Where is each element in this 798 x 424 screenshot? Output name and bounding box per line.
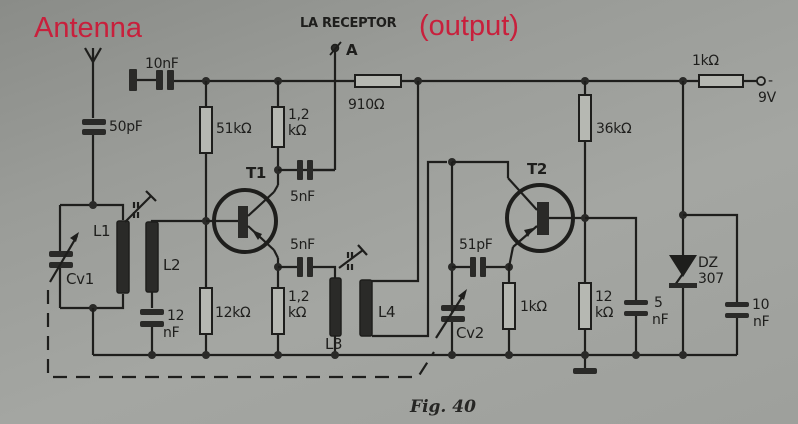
resistor-910 [354, 74, 402, 88]
capacitor-51pf [452, 257, 513, 277]
label-5nf-emitter: 5nF [290, 237, 315, 253]
label-cv1: Cv1 [66, 270, 94, 288]
transistor-t2 [505, 177, 585, 268]
label-10nf: 10nF [145, 56, 179, 72]
label-l3: L3 [325, 335, 343, 353]
antenna-symbol [84, 47, 102, 118]
resistor-1-2k-collector [271, 81, 285, 185]
label-910: 910Ω [348, 97, 385, 113]
label-t1: T1 [246, 164, 267, 182]
label-zener-line2: 307 [698, 271, 724, 287]
output-label: LA RECEPTOR [300, 16, 397, 31]
capacitor-10nf-supply [683, 213, 749, 355]
label-1-2k-emitter-line2: kΩ [288, 305, 307, 321]
coil-l2 [140, 219, 206, 355]
input-capacitor-10nf [129, 69, 174, 91]
coil-l3 [329, 244, 368, 355]
label-l4: L4 [378, 303, 396, 321]
capacitor-5nf-collector [278, 160, 335, 180]
capacitor-5nf-emitter [278, 257, 337, 278]
label-10nf-supply-line2: nF [753, 314, 770, 330]
label-12k-t2-line2: kΩ [595, 305, 614, 321]
label-10nf-supply-line1: 10 [752, 297, 770, 313]
label-50pf: 50pF [109, 119, 143, 135]
resistor-51k [199, 81, 213, 288]
coil-l4 [359, 81, 447, 338]
top-rail [174, 77, 705, 85]
label-t2: T2 [527, 160, 548, 178]
label-l1: L1 [93, 222, 111, 240]
label-51k: 51kΩ [216, 121, 252, 137]
resistor-1k-supply [698, 74, 766, 88]
label-12k-t2-line1: 12 [595, 289, 613, 305]
antenna-annotation: Antenna [34, 12, 143, 44]
label-5nf-t2-line1: 5 [654, 295, 663, 311]
label-supply-voltage: 9V [758, 90, 776, 106]
label-5nf-collector: 5nF [290, 189, 315, 205]
label-51pf: 51pF [459, 237, 493, 253]
capacitor-50pf [82, 119, 106, 205]
output-annotation: (output) [419, 10, 519, 42]
label-12k-t1: 12kΩ [215, 305, 251, 321]
label-1-2k-collector-line2: kΩ [288, 123, 307, 139]
label-cv2: Cv2 [456, 324, 484, 342]
zener-dz307 [669, 81, 697, 355]
capacitor-5nf-t2 [585, 216, 648, 355]
resistor-12k-t1 [199, 287, 213, 355]
tuning-core-l1l2 [124, 190, 157, 223]
label-zener-line1: DZ [698, 255, 718, 271]
label-l2: L2 [163, 256, 181, 274]
ground-rail [93, 351, 737, 359]
output-terminal-a [300, 41, 342, 172]
ganged-tuning-link [46, 290, 435, 379]
label-1k-t2: 1kΩ [520, 299, 547, 315]
figure-caption: Fig. 40 [410, 397, 476, 417]
resistor-1k-t2-emitter [502, 267, 516, 355]
resistor-36k [578, 81, 592, 283]
label-36k: 36kΩ [596, 121, 632, 137]
transistor-t1 [206, 184, 279, 259]
output-point-label: A [346, 41, 358, 59]
label-1k-supply: 1kΩ [692, 53, 719, 69]
label-12nf-line2: nF [163, 325, 180, 341]
resistor-1-2k-emitter [271, 258, 285, 355]
resistor-12k-t2 [573, 282, 597, 374]
label-1-2k-emitter-line1: 1,2 [288, 289, 310, 305]
cv2-and-feedback [435, 158, 510, 355]
label-5nf-t2-line2: nF [652, 312, 669, 328]
label-12nf-line1: 12 [167, 308, 185, 324]
label-supply-sign: - [768, 73, 773, 89]
tank-l1-cv1 [49, 201, 130, 355]
label-1-2k-collector-line1: 1,2 [288, 107, 310, 123]
